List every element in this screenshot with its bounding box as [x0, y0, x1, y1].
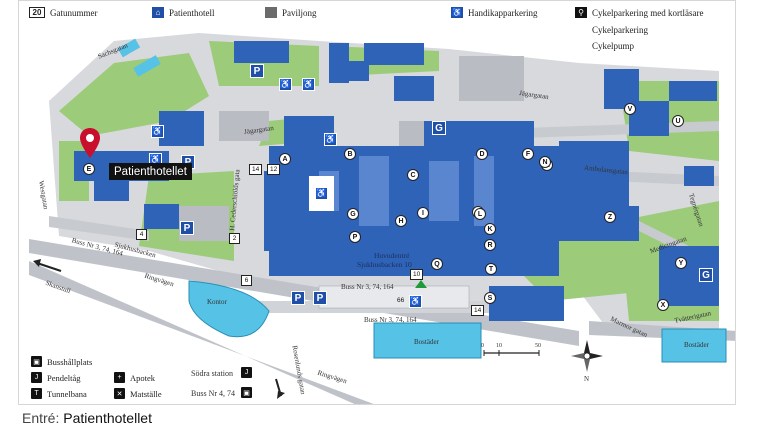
legend-subway: T Tunnelbana: [31, 388, 87, 399]
scale-50: 50: [535, 343, 541, 349]
bus-stop-icon: ▣: [31, 356, 42, 367]
parking-icon[interactable]: P: [180, 221, 194, 235]
bus-stop-label-2: Buss Nr 3, 74, 164: [341, 283, 394, 291]
subway-icon: T: [31, 388, 42, 399]
station-icon-box: J: [241, 367, 252, 378]
transit-station-label: Södra station: [191, 369, 233, 378]
marker-H[interactable]: H: [395, 215, 407, 227]
marker-Y[interactable]: Y: [675, 257, 687, 269]
place-kontor: Kontor: [207, 298, 227, 306]
marker-A[interactable]: A: [279, 153, 291, 165]
place-bostader-2: Bostäder: [684, 341, 709, 349]
street-number-12: 12: [267, 164, 281, 175]
hotel-icon: ⌂: [152, 7, 164, 18]
compass-north: N: [584, 375, 590, 383]
street-number-14b: 14: [471, 305, 485, 316]
hospital-map[interactable]: 20 Gatunummer ⌂ Patienthotell Paviljong …: [18, 0, 736, 405]
place-bostader-1: Bostäder: [414, 338, 439, 346]
garage-icon[interactable]: G: [432, 121, 446, 135]
marker-V[interactable]: V: [624, 103, 636, 115]
parking-icon[interactable]: P: [250, 64, 264, 78]
number-icon: 20: [29, 7, 45, 18]
wheelchair-icon[interactable]: ♿: [409, 295, 422, 308]
legend-bike-pump: Cykelpump: [592, 41, 634, 51]
parking-icon[interactable]: P: [313, 291, 327, 305]
legend-bus-stop: ▣ Busshållplats: [31, 356, 92, 367]
legend-bike-parking: Cykelparkering: [592, 25, 648, 35]
pavilion-icon: [265, 7, 277, 18]
bus-stop-icon: ▣: [241, 387, 252, 398]
bicycle-card-icon: ⚲: [575, 7, 587, 18]
main-entrance-address: Sjukhusbacken 10: [357, 260, 412, 269]
marker-P[interactable]: P: [349, 231, 361, 243]
bus-icon-box: ▣: [241, 387, 252, 398]
marker-E[interactable]: E: [83, 163, 95, 175]
main-entrance-label: Huvudentré: [374, 251, 410, 260]
wheelchair-icon[interactable]: ♿: [151, 125, 164, 138]
water-pond: [188, 280, 270, 338]
marker-I[interactable]: I: [417, 207, 429, 219]
street-number-14a: 14: [249, 164, 263, 175]
marker-K[interactable]: K: [484, 223, 496, 235]
street-number-6: 6: [241, 275, 252, 286]
legend-restaurant: ✕ Matställe: [114, 388, 162, 399]
pharmacy-icon: +: [114, 372, 125, 383]
wheelchair-icon[interactable]: ♿: [302, 78, 315, 91]
wheelchair-icon[interactable]: ♿: [315, 187, 328, 200]
legend-bike-card: ⚲ Cykelparkering med kortläsare: [575, 7, 703, 18]
marker-B[interactable]: B: [344, 148, 356, 160]
entry-label[interactable]: Patienthotellet: [109, 163, 192, 180]
legend-pavilion: Paviljong: [265, 7, 317, 18]
marker-L[interactable]: L: [474, 208, 486, 220]
marker-F[interactable]: F: [522, 148, 534, 160]
marker-G[interactable]: G: [347, 208, 359, 220]
scale-10: 10: [496, 343, 502, 349]
marker-S[interactable]: S: [484, 292, 496, 304]
entry-caption-value: Patienthotellet: [63, 410, 152, 426]
street-number-66: 66: [397, 297, 405, 304]
compass-rose: [571, 340, 603, 372]
street-number-4: 4: [136, 229, 147, 240]
transit-bus-label: Buss Nr 4, 74: [191, 389, 236, 398]
wheelchair-icon[interactable]: ♿: [324, 133, 337, 146]
legend-pharmacy: + Apotek: [114, 372, 155, 383]
marker-Q[interactable]: Q: [431, 258, 443, 270]
scale-0: 0: [481, 343, 484, 349]
marker-D[interactable]: D: [476, 148, 488, 160]
location-pin-icon[interactable]: [80, 128, 100, 158]
marker-N[interactable]: N: [539, 156, 551, 168]
parking-icon[interactable]: P: [291, 291, 305, 305]
commuter-train-icon: J: [241, 367, 252, 378]
restaurant-icon: ✕: [114, 388, 125, 399]
marker-R[interactable]: R: [484, 239, 496, 251]
bostader-block-2: [661, 328, 727, 363]
marker-U[interactable]: U: [672, 115, 684, 127]
entry-caption: Entré: Patienthotellet: [22, 410, 152, 426]
marker-C[interactable]: C: [407, 169, 419, 181]
marker-X[interactable]: X: [657, 299, 669, 311]
bostader-block-1: [373, 322, 482, 359]
wheelchair-icon[interactable]: ♿: [279, 78, 292, 91]
marker-T[interactable]: T: [485, 263, 497, 275]
legend-street-number: 20 Gatunummer: [29, 7, 98, 18]
garage-icon[interactable]: G: [699, 268, 713, 282]
map-drawing: [19, 1, 735, 404]
street-number-10: 10: [410, 269, 424, 280]
marker-Z[interactable]: Z: [604, 211, 616, 223]
commuter-train-icon: J: [31, 372, 42, 383]
legend-handicap-parking: ♿ Handikapparkering: [451, 7, 538, 18]
street-number-2: 2: [229, 233, 240, 244]
legend-patient-hotel: ⌂ Patienthotell: [152, 7, 215, 18]
legend-commuter-train: J Pendeltåg: [31, 372, 81, 383]
bus-stop-label-3: Buss Nr 3, 74, 164: [364, 316, 417, 324]
wheelchair-icon: ♿: [451, 7, 463, 18]
